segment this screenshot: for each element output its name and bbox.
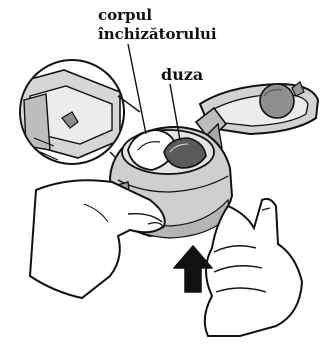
closure-body-label-line2: închizătorului: [97, 27, 218, 42]
nozzle-label: duza: [160, 67, 204, 83]
closure-body-leader-line: [128, 44, 146, 134]
closure-body-label-line1: corpul: [97, 8, 153, 23]
left-hand: [30, 180, 165, 298]
